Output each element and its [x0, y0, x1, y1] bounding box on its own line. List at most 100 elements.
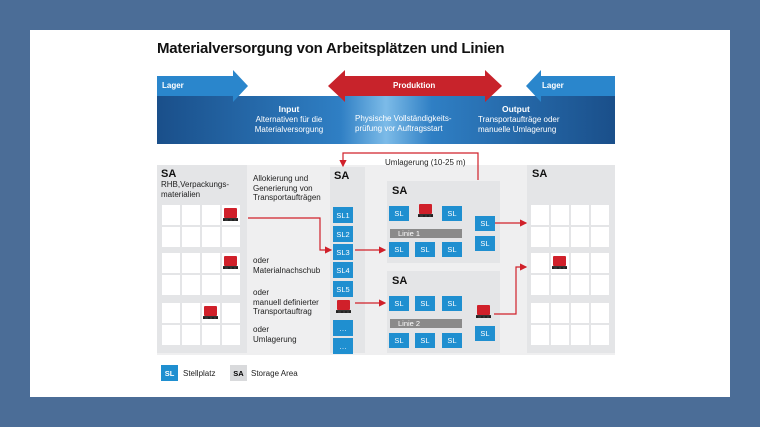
- sa-column-label: SA: [334, 170, 350, 182]
- pallet-truck-icon: [475, 305, 491, 319]
- storage-cell: [551, 205, 569, 225]
- arrow-umlagerung-back: [339, 152, 479, 180]
- slot-sl: SL: [475, 216, 495, 231]
- middle-block: Physische Vollständigkeits- prüfung vor …: [355, 114, 452, 134]
- storage-cell: [571, 275, 589, 295]
- storage-cell: [591, 325, 609, 345]
- slot-sl: SL: [442, 206, 462, 221]
- alloc-3: Transportaufträgen: [253, 193, 321, 202]
- storage-cell: [182, 205, 200, 225]
- storage-cell: [222, 275, 240, 295]
- pallet-truck-icon: [222, 208, 238, 222]
- storage-cell: [591, 227, 609, 247]
- slot-sl: SL: [415, 333, 435, 348]
- lager-left-arrow: [157, 70, 248, 102]
- slot-sl: SL: [389, 206, 409, 221]
- slot-sl: SL: [415, 296, 435, 311]
- umlagerung-top-label: Umlagerung (10-25 m): [385, 158, 466, 167]
- storage-cell: [551, 275, 569, 295]
- storage-cell: [531, 227, 549, 247]
- storage-cell: [162, 275, 180, 295]
- pallet-truck-icon: [202, 306, 218, 320]
- storage-cell: [571, 227, 589, 247]
- storage-cell: [162, 227, 180, 247]
- slot-sl: SL: [475, 236, 495, 251]
- sa-line-2-label: SA: [392, 275, 408, 287]
- storage-cell: [182, 227, 200, 247]
- sa-source-sub: RHB,Verpackungs-materialien: [161, 180, 229, 199]
- slot-sl: …: [333, 320, 353, 336]
- process-band: [157, 96, 615, 144]
- storage-cell: [202, 275, 220, 295]
- slot-sl: …: [333, 338, 353, 354]
- output-block: Output Transportaufträge oder manuelle U…: [478, 104, 560, 135]
- produktion-arrow: [328, 70, 502, 102]
- storage-cell: [551, 325, 569, 345]
- produktion-label: Produktion: [393, 81, 436, 90]
- storage-cell: [222, 325, 240, 345]
- legend-sa-label: Storage Area: [251, 369, 298, 378]
- manuell-1: manuell definierter: [253, 297, 319, 307]
- storage-cell: [591, 205, 609, 225]
- sa-source-label: SA: [161, 168, 177, 180]
- nachschub: Materialnachschub: [253, 265, 321, 275]
- storage-cell: [182, 303, 200, 323]
- storage-cell: [162, 205, 180, 225]
- storage-cell: [571, 325, 589, 345]
- alloc-1: Allokierung und: [253, 174, 309, 183]
- output-title: Output: [502, 104, 530, 114]
- slot-sl: SL: [442, 333, 462, 348]
- slot-sl: SL: [442, 242, 462, 257]
- storage-cell: [202, 227, 220, 247]
- slot-sl: SL4: [333, 262, 353, 278]
- storage-cell: [202, 205, 220, 225]
- pallet-truck-icon: [222, 256, 238, 270]
- alloc-2: Generierung von: [253, 183, 313, 193]
- oder-1: oder: [253, 256, 270, 265]
- storage-cell: [571, 303, 589, 323]
- input-text-2: Materialversorgung: [254, 125, 324, 134]
- slot-sl: SL: [389, 333, 409, 348]
- storage-cell: [162, 253, 180, 273]
- slot-sl: SL: [442, 296, 462, 311]
- output-text-2: manuelle Umlagerung: [478, 125, 557, 134]
- storage-cell: [591, 253, 609, 273]
- slot-sl: SL1: [333, 207, 353, 223]
- input-block: Input Alternativen für die Materialverso…: [244, 104, 334, 135]
- manuell-2: Transportauftrag: [253, 307, 312, 316]
- sa-line-1-label: SA: [392, 185, 408, 197]
- storage-cell: [531, 325, 549, 345]
- storage-cell: [182, 325, 200, 345]
- slot-sl: SL3: [333, 244, 353, 260]
- storage-cell: [531, 205, 549, 225]
- linie-2-bar: Linie 2: [390, 319, 462, 328]
- pallet-truck-icon: [335, 300, 351, 314]
- storage-cell: [162, 325, 180, 345]
- storage-cell: [571, 253, 589, 273]
- lager-right-label: Lager: [542, 81, 564, 90]
- legend-sa-badge: SA: [230, 365, 247, 381]
- storage-cell: [222, 303, 240, 323]
- umlagerung: Umlagerung: [253, 334, 297, 344]
- lager-right-arrow: [526, 70, 615, 102]
- slot-sl: SL: [389, 296, 409, 311]
- arrow-line2-to-target: [494, 263, 528, 315]
- linie-1-bar: Linie 1: [390, 229, 462, 238]
- storage-cell: [551, 303, 569, 323]
- storage-cell: [591, 303, 609, 323]
- middle-text-1: Physische Vollständigkeits-: [355, 114, 452, 123]
- storage-cell: [162, 303, 180, 323]
- source-sub-1: RHB,Verpackungs-: [161, 180, 230, 189]
- sa-target-label: SA: [532, 168, 548, 180]
- middle-text-2: prüfung vor Auftragsstart: [355, 124, 443, 133]
- pallet-truck-icon: [551, 256, 567, 270]
- input-title: Input: [278, 104, 300, 114]
- storage-cell: [531, 275, 549, 295]
- storage-cell: [202, 325, 220, 345]
- storage-cell: [551, 227, 569, 247]
